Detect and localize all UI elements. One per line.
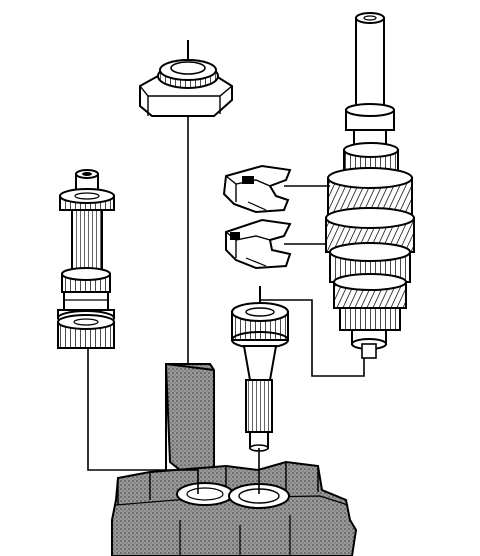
layshaft-gear-cluster — [57, 169, 115, 349]
gear-support-bearing — [139, 40, 233, 117]
case-boss — [164, 363, 215, 471]
leader-layshaft-to-bore — [87, 348, 199, 494]
lower-selector-fork — [225, 218, 292, 270]
transmission-case — [111, 363, 358, 556]
assembly-leader-lines — [87, 116, 365, 494]
leader-input-to-mainshaft — [260, 299, 365, 377]
mainshaft-assembly — [325, 12, 415, 359]
case-body — [111, 460, 358, 556]
input-shaft-with-gear — [231, 286, 289, 452]
upper-selector-fork — [222, 164, 292, 214]
case-bore-left — [176, 482, 234, 506]
